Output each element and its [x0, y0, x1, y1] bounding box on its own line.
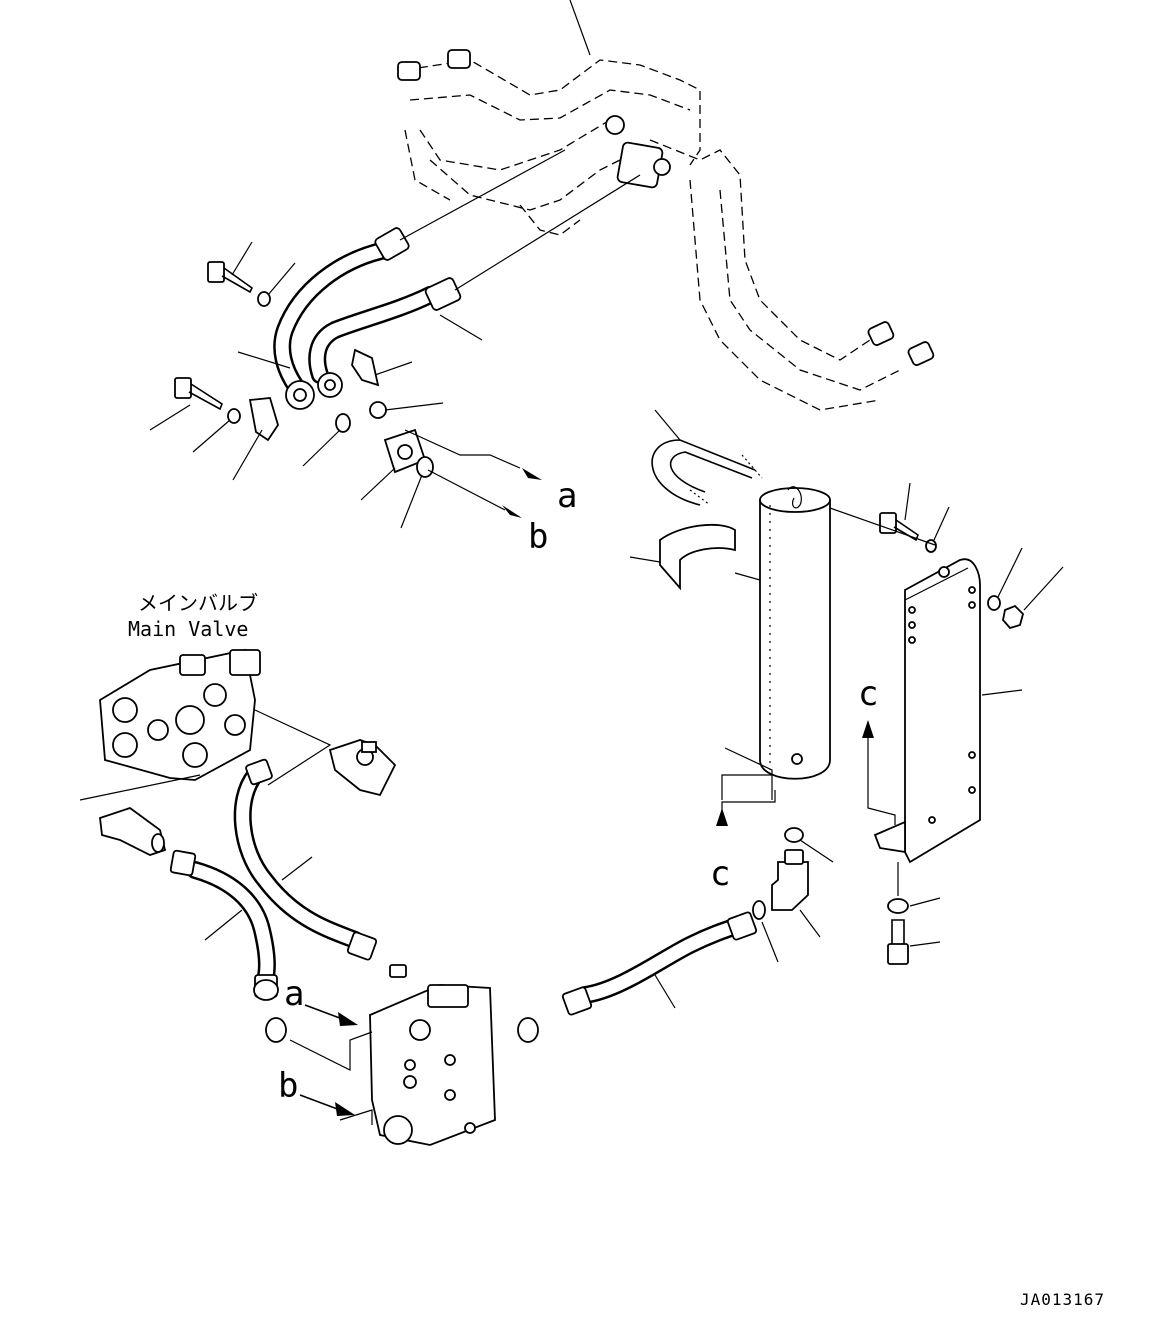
bolt-icon — [879, 512, 919, 542]
washer-icon — [257, 291, 271, 307]
ref-label-a-lower: a — [284, 974, 304, 1014]
washer-icon — [227, 408, 241, 424]
washer-icon — [887, 898, 909, 914]
leader-lines-upper — [149, 149, 641, 529]
ref-arrows-lower: a b — [278, 974, 358, 1116]
ref-label-a: a — [557, 476, 577, 516]
o-ring-icon — [335, 413, 351, 433]
nut-icon — [1002, 604, 1025, 630]
mounting-bracket — [873, 558, 1023, 864]
o-ring-icon — [416, 456, 434, 478]
tee-fitting — [328, 739, 397, 797]
ref-label-b-lower: b — [278, 1066, 298, 1106]
ref-label-c-right: c — [858, 674, 878, 714]
main-valve — [79, 648, 332, 801]
washer-icon — [987, 595, 1001, 611]
ref-arrows-upper: a b — [502, 468, 577, 557]
u-bolt-icon — [651, 439, 756, 506]
clamp-half-icon — [351, 348, 380, 387]
fastener-cluster-upper — [174, 261, 434, 478]
o-ring-icon — [752, 900, 766, 920]
clamp-half-icon — [248, 397, 279, 442]
ref-label-c-left: c — [710, 854, 730, 894]
lower-valve-body — [253, 964, 539, 1146]
o-ring-icon — [369, 401, 387, 419]
bolt-icon — [207, 261, 254, 294]
o-ring-icon — [784, 827, 804, 843]
elbow-fitting-group — [752, 827, 834, 963]
filter-canister — [651, 439, 831, 780]
ref-arrows-c: c c — [629, 409, 896, 894]
lower-hose-group — [169, 758, 758, 1016]
main-valve-label-jp: メインバルブ — [138, 591, 258, 615]
elbow-fitting-icon — [771, 861, 809, 911]
main-valve-label: メインバルブ Main Valve — [128, 591, 258, 641]
bolt-icon — [887, 919, 909, 965]
bolt-icon — [174, 377, 223, 411]
fastener-cluster-right — [829, 482, 1064, 965]
ref-label-b: b — [528, 517, 548, 557]
band-strap-icon — [659, 523, 736, 591]
upper-pipe-assembly — [397, 0, 935, 411]
main-valve-label-en: Main Valve — [128, 617, 248, 641]
straight-connector — [99, 806, 167, 856]
upper-hose-group — [273, 227, 462, 410]
drawing-number: JA013167 — [1020, 1290, 1105, 1309]
